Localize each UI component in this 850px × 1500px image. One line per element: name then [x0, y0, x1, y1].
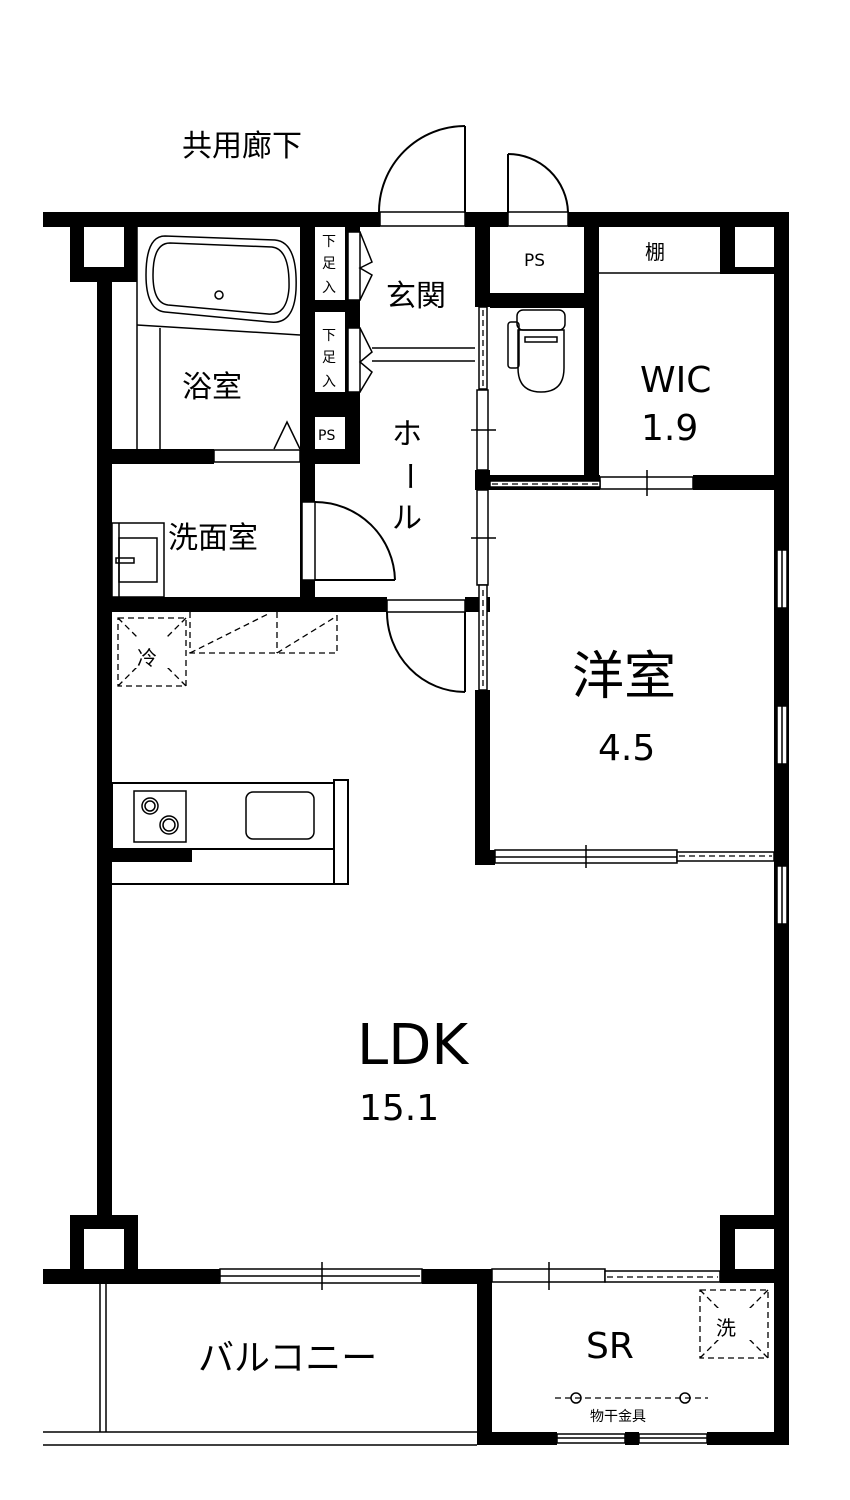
sr: SR 洗 物干金具 [555, 1289, 769, 1425]
ps-door[interactable] [507, 153, 569, 227]
ldk-door[interactable] [386, 599, 466, 693]
washroom-door[interactable] [301, 501, 396, 581]
toilet-icon [507, 309, 566, 393]
svg-text:足: 足 [322, 256, 336, 272]
kitchen: 冷 [111, 612, 349, 885]
wic-size: 1.9 [641, 408, 698, 449]
washer-space [699, 1289, 769, 1359]
svg-text:足: 足 [322, 350, 336, 366]
washroom-label: 洗面室 [168, 521, 258, 556]
clothes-hanger-label: 物干金具 [590, 1409, 646, 1425]
bath-door[interactable] [213, 449, 301, 463]
sr-label: SR [586, 1326, 634, 1367]
svg-text:PS: PS [524, 251, 545, 271]
ldk-label: LDK [357, 1013, 469, 1078]
svg-text:下: 下 [322, 234, 336, 250]
svg-text:ー: ー [391, 461, 426, 491]
wic-label: WIC [640, 360, 711, 401]
hall-label: ホ ー ル [391, 417, 426, 536]
balcony: バルコニー [43, 1284, 477, 1446]
toilet-door[interactable] [478, 306, 488, 390]
svg-text:入: 入 [322, 280, 336, 296]
svg-text:PS: PS [318, 428, 335, 444]
walls [43, 212, 789, 1445]
ps-left: PS [315, 417, 345, 449]
ps-top: PS [524, 251, 545, 271]
entrance-door[interactable] [378, 125, 466, 227]
ldk-size: 15.1 [359, 1088, 439, 1129]
svg-text:ホ: ホ [392, 417, 422, 452]
washroom: 洗面室 [111, 521, 258, 598]
bathtub-icon [145, 235, 297, 323]
entrance-label: 玄関 [386, 279, 446, 314]
western-room-size: 4.5 [598, 728, 655, 769]
sr-window[interactable] [491, 1262, 721, 1290]
sink-icon [111, 522, 165, 598]
wic: 棚 WIC 1.9 [599, 240, 720, 449]
western-room-label: 洋室 [572, 647, 676, 707]
balcony-window[interactable] [219, 1262, 423, 1290]
western-room: 洋室 4.5 [572, 647, 676, 769]
kitchen-sink-icon [245, 791, 315, 840]
shoe-storage-1[interactable]: 下 足 入 [315, 230, 373, 301]
western-room-sliding-door[interactable] [494, 845, 775, 868]
svg-text:下: 下 [322, 328, 336, 344]
bathroom: 浴室 [136, 227, 301, 463]
fridge-space [117, 617, 187, 687]
shelf-label: 棚 [645, 240, 665, 264]
svg-text:ル: ル [392, 501, 422, 536]
stove-icon [133, 790, 187, 843]
fridge-label: 冷 [137, 646, 157, 670]
washer-label: 洗 [716, 1316, 736, 1340]
corridor-label: 共用廊下 [182, 129, 302, 164]
ldk: LDK 15.1 [357, 1013, 469, 1129]
bath-label: 浴室 [182, 370, 242, 405]
shoe-storage-2[interactable]: 下 足 入 [315, 322, 373, 393]
balcony-label: バルコニー [198, 1338, 377, 1379]
svg-text:入: 入 [322, 374, 336, 390]
